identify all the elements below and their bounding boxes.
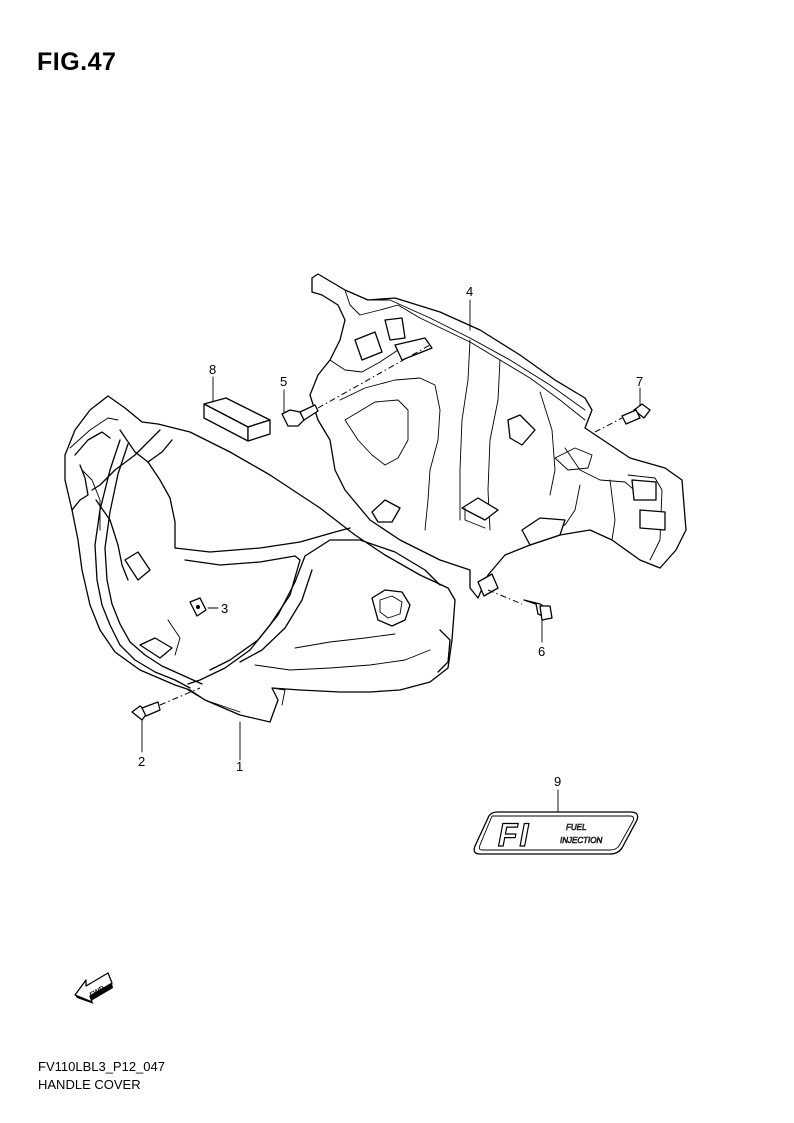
cushion-pad-part: [203, 397, 271, 442]
rear-handle-cover-part: [309, 273, 687, 599]
callout-1: 1: [236, 759, 243, 774]
figure-title: FIG.47: [37, 48, 117, 76]
callout-7: 7: [636, 374, 643, 389]
fwd-arrow-icon: FWD: [74, 972, 113, 1004]
callout-5: 5: [280, 374, 287, 389]
figure-code: FV110LBL3_P12_047: [38, 1059, 165, 1074]
leader-lines: [141, 299, 641, 816]
bolt-7-part: [621, 403, 651, 425]
assembly-lines: [159, 344, 623, 706]
clip-nut-part: [189, 597, 207, 617]
callout-3: 3: [221, 601, 228, 616]
fi-emblem-logo: FI: [498, 817, 530, 853]
fi-emblem-line1: FUEL: [566, 823, 586, 832]
callout-labels: 4 8 5 7 3 6 2 1 9: [138, 284, 643, 789]
callout-8: 8: [209, 362, 216, 377]
fi-emblem-part: FI FUEL INJECTION: [473, 811, 639, 855]
callout-6: 6: [538, 644, 545, 659]
front-handle-cover-part: [64, 395, 456, 723]
callout-9: 9: [554, 774, 561, 789]
callout-4: 4: [466, 284, 473, 299]
bolt-2-part: [131, 701, 161, 721]
screw-6-part: [523, 599, 553, 621]
figure-name: HANDLE COVER: [38, 1077, 141, 1092]
fi-emblem-line2: INJECTION: [560, 836, 602, 845]
screw-5-part: [281, 404, 319, 427]
callout-2: 2: [138, 754, 145, 769]
